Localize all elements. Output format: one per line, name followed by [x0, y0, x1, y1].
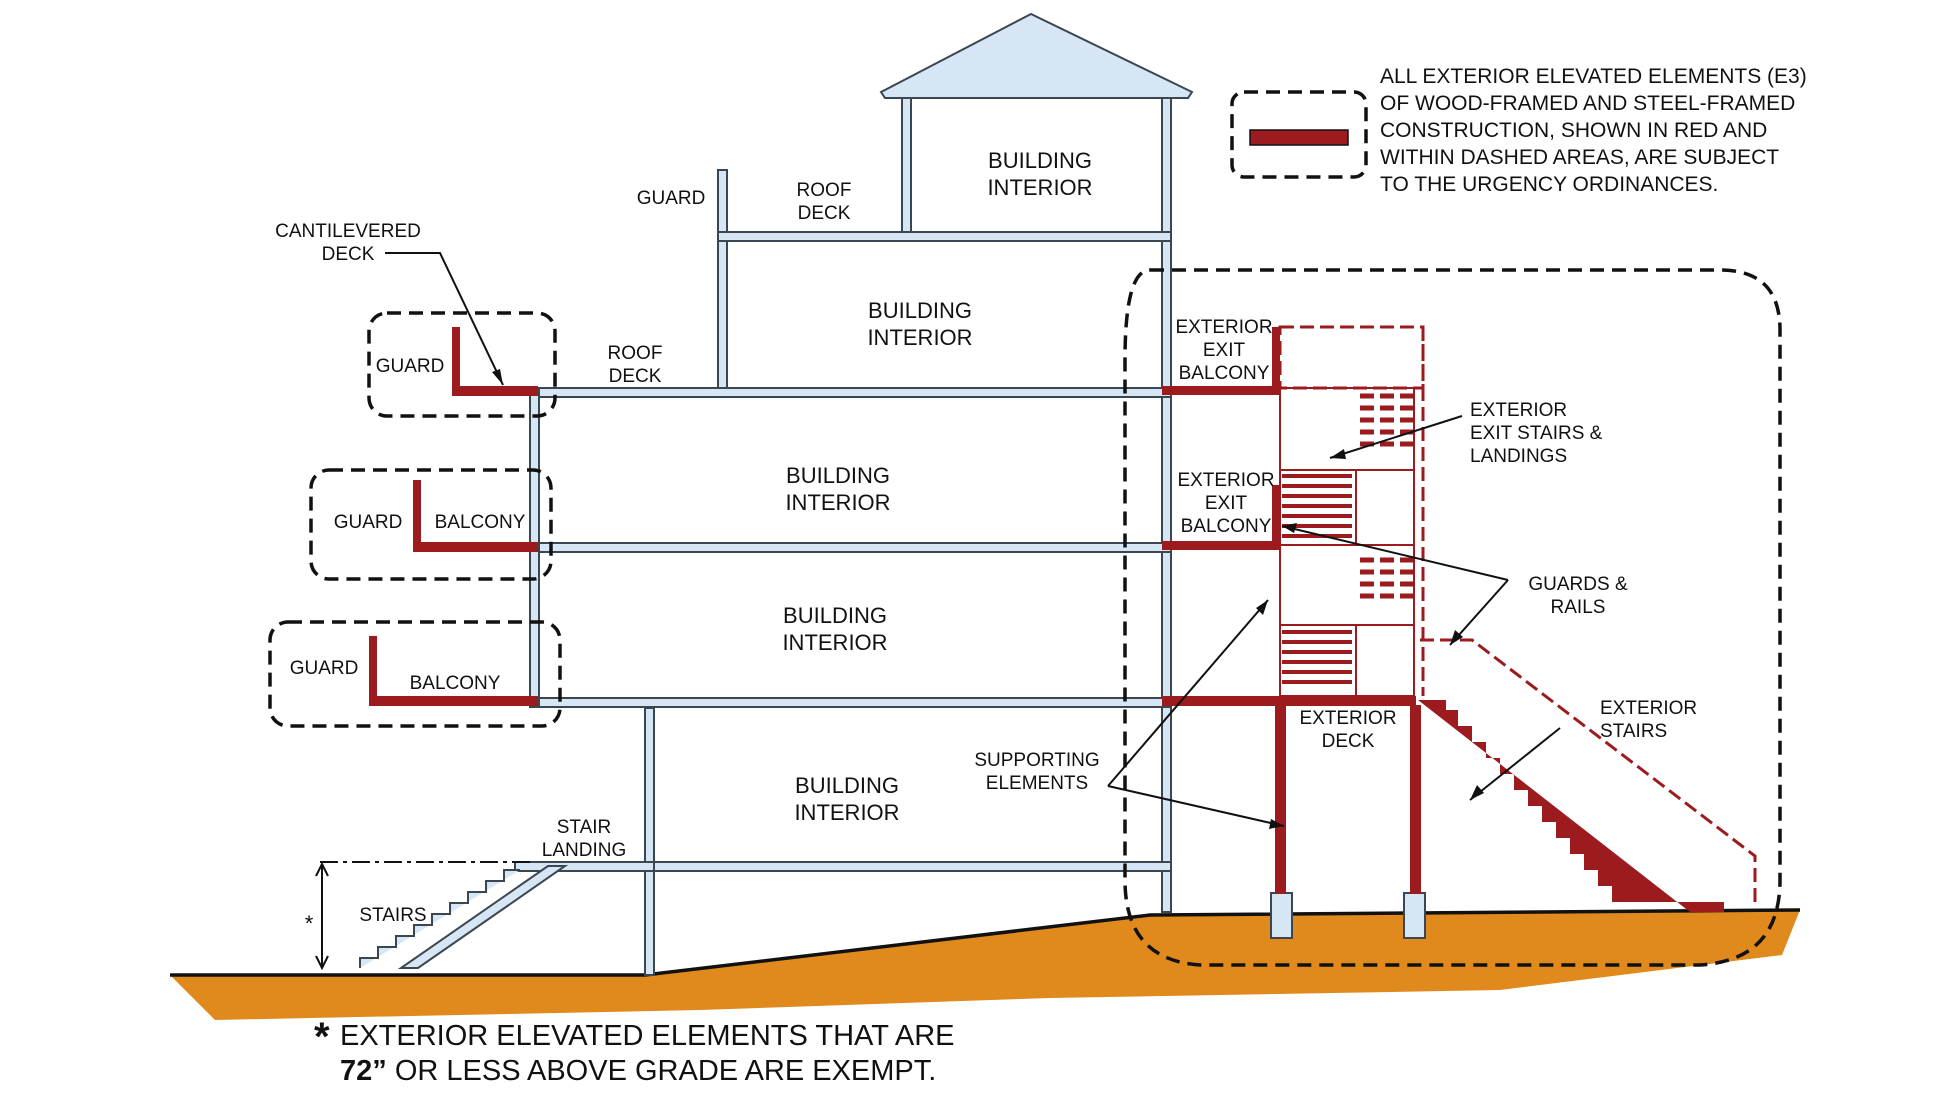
ground-terrain — [170, 910, 1800, 1020]
legend-line-5: TO THE URGENCY ORDINANCES. — [1380, 173, 1718, 196]
footnote-line-2: 72” OR LESS ABOVE GRADE ARE EXEMPT. — [340, 1055, 936, 1087]
label-building-interior-0-1: BUILDING — [795, 773, 899, 798]
footnote-star: * — [314, 1015, 330, 1059]
label-exterior-deck-2: DECK — [1322, 731, 1375, 752]
label-building-interior-3-2: INTERIOR — [867, 325, 972, 350]
support-post-left — [1275, 705, 1286, 894]
label-roof-deck-left-1: ROOF — [608, 343, 663, 364]
building-structure — [397, 12, 1426, 976]
upper-balcony-guard — [413, 480, 421, 548]
label-exterior-deck-1: EXTERIOR — [1299, 708, 1396, 729]
label-supporting-elements-1: SUPPORTING — [974, 750, 1099, 771]
label-exit-stairs-3: LANDINGS — [1470, 446, 1567, 467]
label-building-interior-top-1: BUILDING — [988, 148, 1092, 173]
legend-red-swatch — [1249, 129, 1349, 146]
label-exit-balcony-top-2: EXIT — [1203, 340, 1246, 361]
label-roof-deck-left-2: DECK — [609, 366, 662, 387]
label-guard-cantilever: GUARD — [376, 356, 445, 377]
dashed-areas — [268, 268, 1782, 967]
label-building-interior-1-1: BUILDING — [783, 603, 887, 628]
label-cantilevered-deck-2: DECK — [322, 244, 375, 265]
footnote-line-2-rest: OR LESS ABOVE GRADE ARE EXEMPT. — [387, 1055, 937, 1087]
label-roof-deck-top-2: DECK — [798, 203, 851, 224]
label-exterior-stairs-2: STAIRS — [1600, 721, 1667, 742]
legend-line-3: CONSTRUCTION, SHOWN IN RED AND — [1380, 119, 1767, 142]
exterior-elevated-elements — [369, 327, 1724, 912]
label-exit-stairs-1: EXTERIOR — [1470, 400, 1567, 421]
label-building-interior-2-2: INTERIOR — [785, 490, 890, 515]
exterior-stairs-stringer — [1418, 700, 1724, 912]
label-exit-balcony-top-3: BALCONY — [1179, 363, 1270, 384]
label-building-interior-3-1: BUILDING — [868, 298, 972, 323]
legend: ALL EXTERIOR ELEVATED ELEMENTS (E3) OF W… — [1230, 65, 1807, 196]
exit-stair-tower — [1279, 387, 1415, 697]
label-guard-balcony-lower: GUARD — [290, 658, 359, 679]
exit-stair-tower-dashed — [1278, 325, 1757, 902]
cantilevered-deck-slab — [452, 386, 538, 396]
exit-balcony-mid — [1162, 541, 1280, 550]
label-exempt-marker: * — [305, 911, 314, 936]
label-exit-balcony-mid-3: BALCONY — [1181, 516, 1272, 537]
legend-line-1: ALL EXTERIOR ELEVATED ELEMENTS (E3) — [1380, 65, 1807, 88]
lower-balcony-guard — [369, 636, 377, 700]
label-stair-landing-2: LANDING — [542, 840, 626, 861]
legend-dashed-box — [1230, 90, 1368, 179]
label-stairs: STAIRS — [359, 905, 426, 926]
label-exit-balcony-top-1: EXTERIOR — [1175, 317, 1272, 338]
label-roof-deck-top-1: ROOF — [797, 180, 852, 201]
lower-balcony-slab — [369, 696, 538, 706]
label-exterior-stairs-1: EXTERIOR — [1600, 698, 1697, 719]
upper-balcony-slab — [413, 542, 538, 552]
exit-balcony-top-guard — [1272, 327, 1280, 389]
exterior-deck-slab — [1162, 696, 1416, 706]
exit-balcony-top — [1162, 386, 1280, 395]
label-cantilevered-deck-1: CANTILEVERED — [275, 221, 421, 242]
label-balcony-upper: BALCONY — [435, 512, 526, 533]
lower-stairs-treads — [359, 869, 520, 968]
support-post-right — [1410, 705, 1421, 894]
legend-line-2: OF WOOD-FRAMED AND STEEL-FRAMED — [1380, 92, 1795, 115]
label-guards-rails-1: GUARDS & — [1528, 574, 1628, 595]
exit-balcony-mid-guard — [1272, 485, 1280, 545]
footnote-line-1: EXTERIOR ELEVATED ELEMENTS THAT ARE — [340, 1020, 955, 1052]
leader-lines — [385, 252, 1561, 827]
label-balcony-lower: BALCONY — [410, 673, 501, 694]
label-guard-roof: GUARD — [637, 188, 706, 209]
grade-line — [170, 908, 1801, 977]
label-guards-rails-2: RAILS — [1551, 597, 1606, 618]
label-exit-balcony-mid-1: EXTERIOR — [1177, 470, 1274, 491]
arrowheads — [492, 369, 1484, 829]
label-building-interior-2-1: BUILDING — [786, 463, 890, 488]
label-exit-stairs-2: EXIT STAIRS & — [1470, 423, 1603, 444]
legend-line-4: WITHIN DASHED AREAS, ARE SUBJECT — [1380, 146, 1779, 169]
label-building-interior-0-2: INTERIOR — [794, 800, 899, 825]
label-guard-balcony-upper: GUARD — [334, 512, 403, 533]
cantilevered-deck-guard — [452, 327, 460, 392]
footnote-72-inches: 72” — [340, 1055, 387, 1087]
label-stair-landing-1: STAIR — [557, 817, 612, 838]
height-dimension — [315, 861, 530, 971]
label-building-interior-top-2: INTERIOR — [987, 175, 1092, 200]
label-building-interior-1-2: INTERIOR — [782, 630, 887, 655]
label-supporting-elements-2: ELEMENTS — [986, 773, 1088, 794]
label-exit-balcony-mid-2: EXIT — [1205, 493, 1248, 514]
